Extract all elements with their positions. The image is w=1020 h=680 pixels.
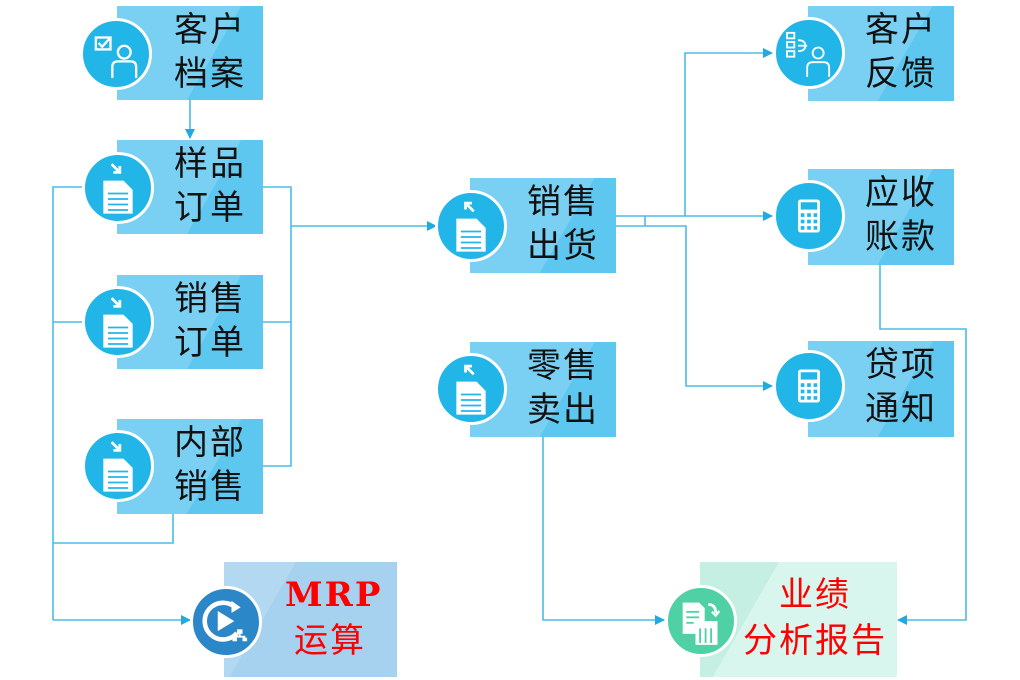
survey-user-icon: [773, 17, 845, 89]
document-outgoing-icon: [435, 353, 507, 425]
edge-receivable-to-report: [879, 265, 967, 625]
edge-shipment-split: [616, 215, 646, 227]
edge-retail-to-report: [542, 437, 665, 625]
node-label: 客户 档案: [174, 10, 246, 94]
calculator-icon: [773, 180, 845, 252]
node-label: 零售 卖出: [527, 346, 599, 430]
play-cycle-network-icon: [190, 586, 262, 658]
node-label: 内部 销售: [174, 423, 246, 507]
node-label: 客户 反馈: [865, 10, 937, 94]
node-label: 业绩 分析报告: [743, 575, 887, 661]
checklist-user-icon: [80, 18, 152, 90]
node-label: 样品 订单: [174, 144, 246, 228]
node-label: MRP 运算: [285, 575, 383, 661]
document-incoming-icon: [82, 430, 154, 502]
node-label: 销售 出货: [527, 182, 599, 266]
edge-internal-sales-down: [53, 514, 174, 544]
node-label: 贷项 通知: [865, 345, 937, 429]
calculator-icon: [773, 350, 845, 422]
document-incoming-icon: [82, 152, 154, 224]
document-outgoing-icon: [435, 190, 507, 262]
report-chart-icon: [665, 585, 737, 657]
node-label: 销售 订单: [174, 279, 246, 363]
edge-sample-order-bracket: [262, 186, 292, 467]
edge-shipment-to-feedback: [645, 48, 773, 217]
edge-shipment-to-credit: [645, 225, 773, 391]
edge-sample-order-left: [52, 186, 85, 620]
node-label: 应收 账款: [865, 173, 937, 257]
document-incoming-icon: [82, 286, 154, 358]
